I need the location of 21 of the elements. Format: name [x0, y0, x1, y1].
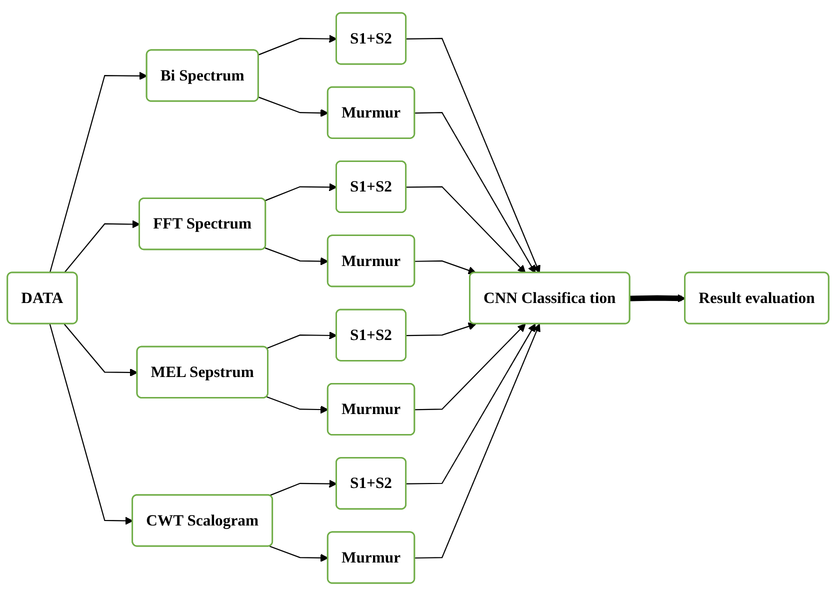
- arrow: [269, 546, 328, 562]
- arrow: [266, 331, 338, 349]
- arrow: [264, 183, 338, 202]
- arrow: [406, 324, 536, 484]
- arrow: [406, 38, 540, 274]
- arrow: [49, 324, 134, 525]
- arrow: [406, 186, 526, 274]
- arrow: [414, 112, 536, 274]
- arrow: [258, 96, 328, 117]
- arrow: [406, 322, 476, 336]
- arrow: [414, 324, 540, 559]
- arrow: [64, 220, 140, 274]
- arrow: [269, 480, 338, 496]
- arrow: [64, 324, 138, 377]
- arrow: [266, 396, 328, 414]
- arrow: [630, 294, 686, 302]
- arrow: [258, 34, 338, 56]
- arrow: [264, 247, 328, 266]
- arrow: [414, 324, 526, 410]
- arrow: [49, 72, 148, 274]
- arrow: [414, 260, 476, 274]
